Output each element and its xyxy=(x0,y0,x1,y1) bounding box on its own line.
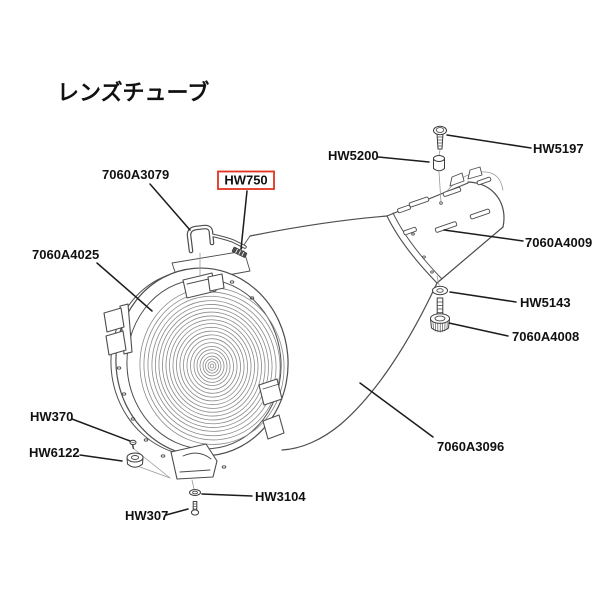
rear-cylinder xyxy=(386,166,505,284)
part-label-7060A4009: 7060A4009 xyxy=(525,235,592,250)
washer-hw3104 xyxy=(189,489,201,496)
leader-7060A4009 xyxy=(443,229,524,242)
leader-hw750 xyxy=(240,190,248,250)
leader-hw307 xyxy=(165,508,189,516)
part-label-hw5143: HW5143 xyxy=(520,295,571,310)
leader-7060A4008 xyxy=(448,322,509,337)
top-bracket xyxy=(182,272,225,299)
cone-body xyxy=(232,183,505,451)
left-tab-bracket xyxy=(103,303,133,356)
washer-hw5143 xyxy=(432,275,448,296)
lens-assembly xyxy=(103,267,289,473)
screw-hw5197 xyxy=(433,125,447,150)
highlight-box xyxy=(217,170,275,190)
part-label-hw750: HW750 xyxy=(224,173,267,188)
leader-7060A3096 xyxy=(359,382,434,438)
wire-clip-7060A3079 xyxy=(186,224,247,278)
part-label-hw3104: HW3104 xyxy=(255,489,306,504)
part-label-hw307: HW307 xyxy=(125,508,168,523)
part-label-hw6122: HW6122 xyxy=(29,445,80,460)
screw-hw307 xyxy=(190,501,200,516)
leader-7060A4025 xyxy=(96,262,153,312)
leader-hw3104 xyxy=(201,493,253,497)
leader-hw6122 xyxy=(79,454,123,462)
part-label-7060A4008: 7060A4008 xyxy=(512,329,579,344)
setscrew-hw750 xyxy=(231,246,248,258)
leader-hw5197 xyxy=(446,134,532,149)
vent-slots xyxy=(397,176,492,236)
screw-hw370 xyxy=(129,439,137,450)
leader-hw5200 xyxy=(377,156,430,163)
part-label-hw5200: HW5200 xyxy=(328,148,379,163)
part-label-7060A3079: 7060A3079 xyxy=(102,167,169,182)
part-label-7060A4025: 7060A4025 xyxy=(32,247,99,262)
spacer-hw5200 xyxy=(433,149,445,203)
leader-lines xyxy=(71,134,532,516)
part-label-hw5197: HW5197 xyxy=(533,141,584,156)
thumbscrew-7060A4008 xyxy=(430,297,450,333)
part-label-7060A3096: 7060A3096 xyxy=(437,439,504,454)
part-label-hw370: HW370 xyxy=(30,409,73,424)
foot-hw6122 xyxy=(126,452,144,468)
leader-7060A3079 xyxy=(149,183,191,231)
right-ring-brackets xyxy=(258,378,285,440)
leader-hw370 xyxy=(71,418,131,442)
bottom-bracket xyxy=(133,443,218,490)
leader-hw5143 xyxy=(449,291,517,303)
highlighted-part-hw750[interactable]: HW750 xyxy=(217,170,275,190)
page-title: レンズチューブ xyxy=(57,80,209,105)
